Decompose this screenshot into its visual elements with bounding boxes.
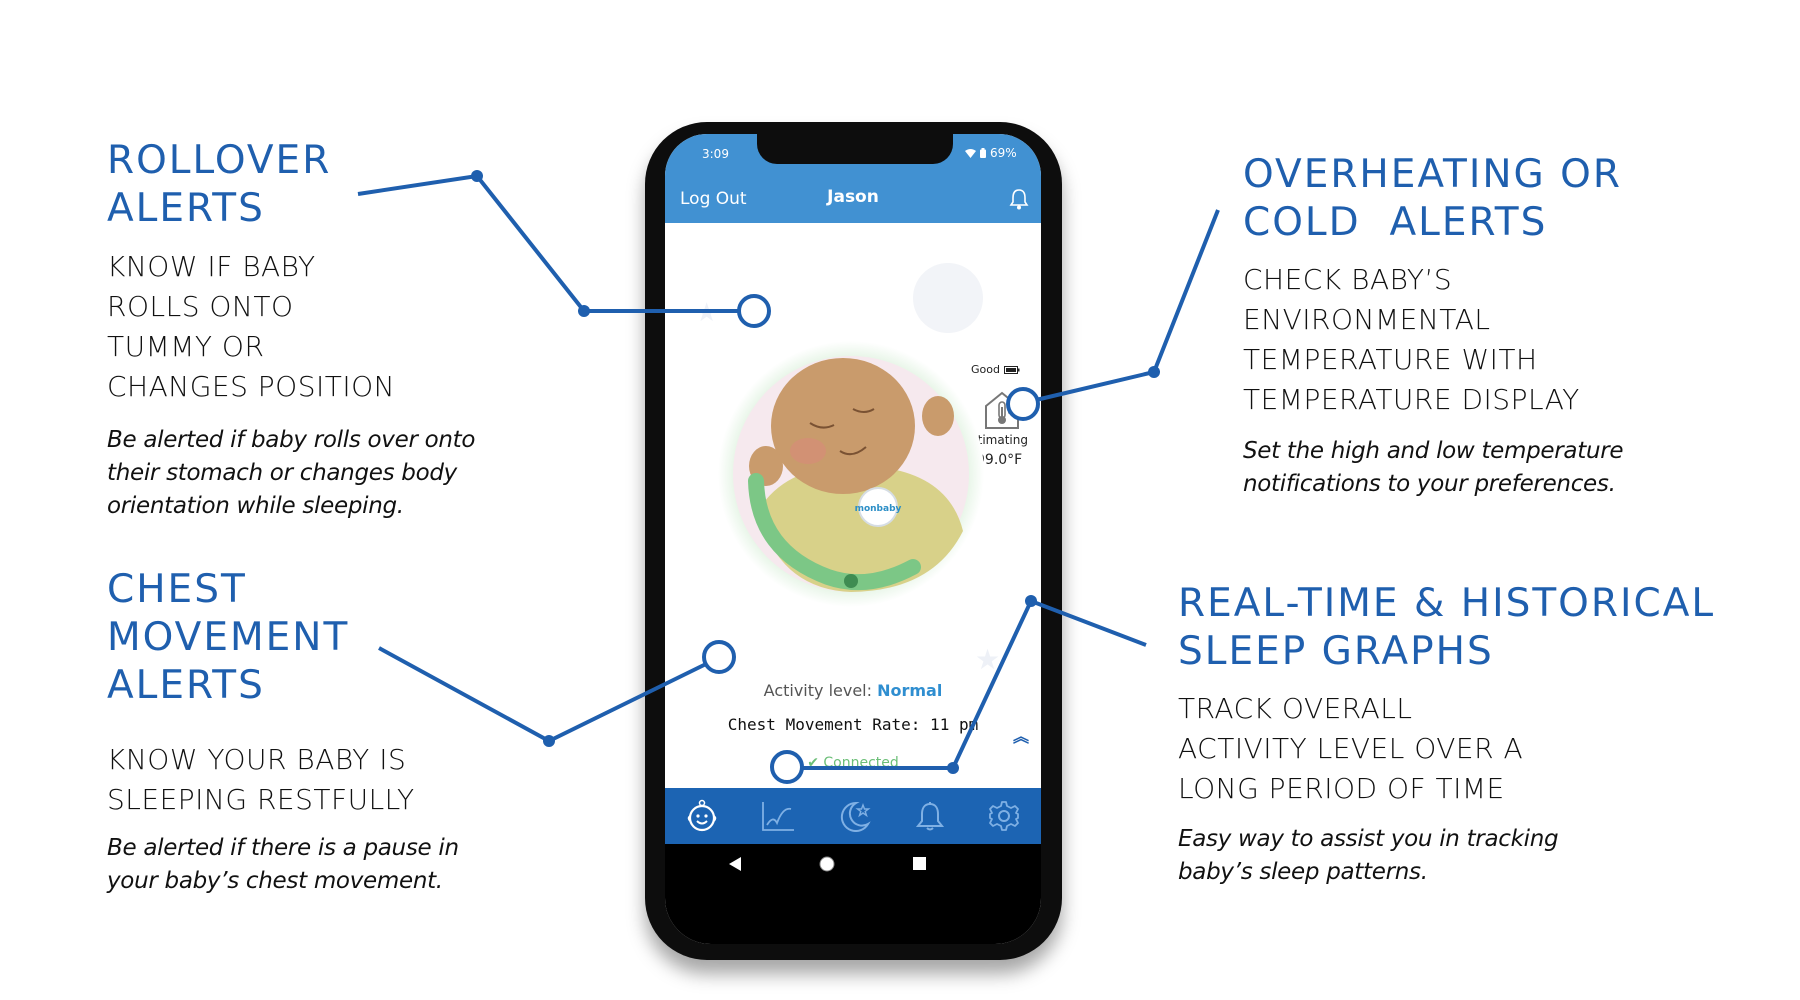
status-time: 3:09 — [702, 147, 729, 161]
thermometer-house-icon — [985, 391, 1019, 429]
chest-movement-rate: Chest Movement Rate: 11 pm — [727, 715, 979, 734]
rollover-subheading: KNOW IF BABY ROLLS ONTO TUMMY OR CHANGES… — [107, 250, 396, 403]
gear-icon[interactable] — [988, 800, 1020, 832]
home-icon[interactable] — [819, 856, 835, 872]
activity-level: Activity level: Normal — [665, 681, 1041, 700]
temperature-heading: OVERHEATING OR COLD ALERTS — [1243, 152, 1622, 245]
sensor-battery-status: Good — [971, 363, 1020, 376]
connection-status: ✔ Connected — [665, 755, 1041, 771]
temperature-value: 99.0°F — [976, 452, 1023, 468]
android-nav-bar — [665, 844, 1041, 944]
chest-heading: CHEST MOVEMENT ALERTS — [107, 567, 350, 708]
battery-icon — [980, 148, 986, 158]
sensor-battery-icon — [1003, 365, 1020, 374]
rollover-heading: ROLLOVER ALERTS — [107, 138, 332, 231]
chest-description: Be alerted if there is a pause in your b… — [107, 835, 459, 894]
monbaby-badge-text: monbaby — [855, 504, 902, 514]
baby-face-icon[interactable] — [686, 799, 718, 833]
graphs-heading: REAL-TIME & HISTORICAL SLEEP GRAPHS — [1178, 581, 1716, 674]
background-star-decoration: ★ — [695, 298, 719, 328]
back-icon[interactable] — [729, 857, 741, 871]
activity-label: Activity level: — [763, 681, 873, 700]
app-header: 3:09 69% Log Out Jason — [665, 134, 1041, 223]
check-icon: ✔ — [807, 755, 819, 771]
rollover-description: Be alerted if baby rolls over onto their… — [107, 427, 476, 519]
temperature-subheading: CHECK BABY’S ENVIRONMENTAL TEMPERATURE W… — [1243, 263, 1580, 416]
connection-label: Connected — [823, 755, 899, 771]
graphs-description: Easy way to assist you in tracking baby’… — [1178, 826, 1559, 885]
graphs-subheading: TRACK OVERALL ACTIVITY LEVEL OVER A LONG… — [1178, 692, 1524, 805]
expand-chevron-icon[interactable]: ︽ — [1013, 727, 1030, 746]
line-chart-icon[interactable] — [761, 801, 795, 831]
recents-icon[interactable] — [913, 857, 926, 870]
monitor-panel: ★ ★ I'm on my side Good estimating 99.0°… — [665, 223, 1041, 788]
baby-name-title: Jason — [827, 187, 879, 207]
background-star-decoration: ★ — [975, 643, 1001, 676]
bottom-tab-bar — [665, 788, 1041, 844]
sensor-battery-label: Good — [971, 363, 1000, 376]
baby-illustration: monbaby — [718, 341, 984, 607]
wifi-icon — [965, 148, 976, 158]
status-indicators: 69% — [965, 146, 1017, 160]
alerts-bell-icon[interactable] — [915, 800, 945, 832]
bell-icon[interactable] — [1009, 188, 1029, 210]
phone-screen: 3:09 69% Log Out Jason ★ ★ I'm on my sid… — [665, 134, 1041, 944]
chest-subheading: KNOW YOUR BABY IS SLEEPING RESTFULLY — [107, 743, 415, 816]
phone-notch — [757, 134, 953, 164]
battery-percent: 69% — [990, 146, 1017, 160]
activity-value: Normal — [877, 681, 943, 700]
background-moon-decoration — [913, 263, 983, 333]
temperature-description: Set the high and low temperature notific… — [1243, 438, 1624, 497]
moon-star-icon[interactable] — [838, 800, 872, 832]
temperature-connector — [1035, 209, 1220, 402]
